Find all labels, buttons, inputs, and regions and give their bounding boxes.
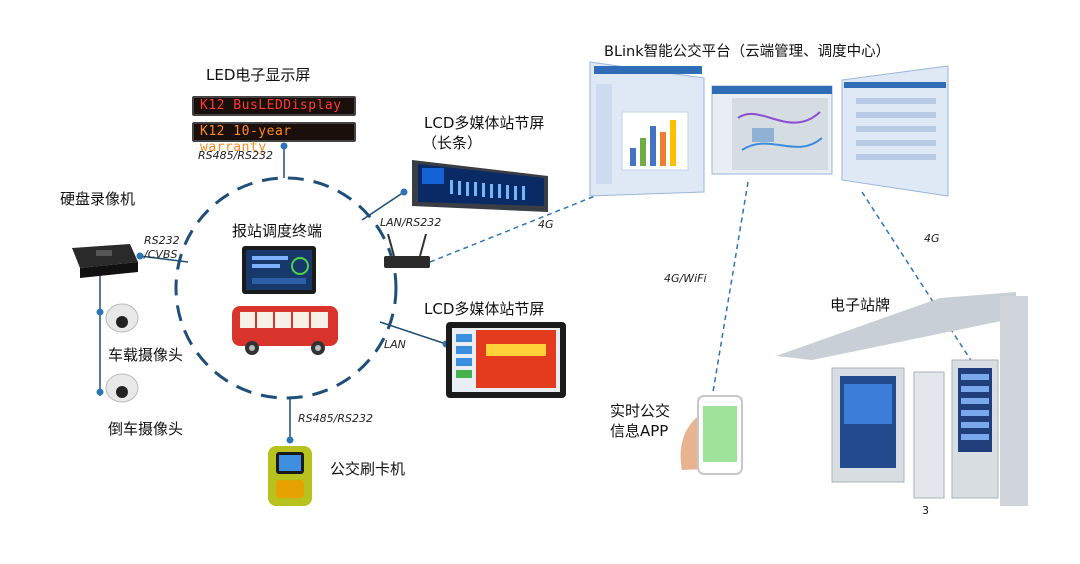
bus-system-ring	[174, 176, 398, 400]
connector-lines	[99, 146, 447, 440]
car-camera-label: 车载摄像头	[108, 346, 184, 364]
lcd-long-sublabel: （长条）	[422, 134, 483, 152]
lcd-station-label: LCD多媒体站节屏	[424, 300, 545, 318]
platform-panel-left	[589, 61, 705, 197]
lan-rs232-label: LAN/RS232	[380, 216, 442, 229]
app-label-line1: 实时公交	[610, 402, 671, 420]
dvr-label: 硬盘录像机	[60, 190, 136, 208]
4g-left-label: 4G	[538, 218, 554, 231]
lcd-station-screen	[446, 322, 566, 398]
platform-panel-right	[841, 65, 949, 197]
wireless-links	[429, 181, 973, 399]
terminal-device	[242, 246, 316, 294]
led-line-1: K12 BusLEDDisplay	[192, 96, 356, 116]
card-reader-label: 公交刷卡机	[330, 460, 406, 478]
car-camera-icon	[105, 303, 139, 333]
router-icon	[384, 233, 430, 268]
terminal-label: 报站调度终端	[232, 222, 323, 240]
rear-camera-label: 倒车摄像头	[108, 420, 184, 438]
wifi-link-app	[711, 181, 749, 399]
4g-link-sign	[861, 191, 973, 363]
phone-app-device	[680, 395, 743, 475]
lcd-station-connector	[379, 321, 447, 345]
wifi-label: 4G/WiFi	[664, 272, 707, 285]
rs485-top-label: RS485/RS232	[198, 149, 273, 162]
rear-camera-icon	[105, 373, 139, 403]
bus-icon	[232, 306, 338, 355]
dvr-icon	[72, 244, 138, 278]
lan-label: LAN	[384, 338, 406, 351]
4g-right-label: 4G	[924, 232, 940, 245]
rs232-label: RS232	[144, 234, 180, 247]
led-line-2: K12 10-year warranty	[192, 122, 356, 155]
page-number: 3	[922, 504, 929, 517]
cvbs-label: /CVBS	[144, 248, 178, 261]
bus-shelter	[776, 292, 1028, 506]
card-reader-device	[268, 446, 312, 506]
rs485-bottom-label: RS485/RS232	[298, 412, 373, 425]
lcd-long-label: LCD多媒体站节屏	[424, 114, 545, 132]
lcd-long-screen	[412, 160, 548, 212]
app-label-line2: 信息APP	[610, 422, 669, 440]
platform-title: BLink智能公交平台（云端管理、调度中心）	[604, 44, 891, 60]
dvr-connector	[139, 255, 189, 263]
lcd-long-connector	[361, 191, 405, 221]
led-screen-label: LED电子显示屏	[206, 66, 311, 84]
platform-panel-middle	[711, 85, 833, 175]
e-sign-label: 电子站牌	[830, 296, 891, 314]
